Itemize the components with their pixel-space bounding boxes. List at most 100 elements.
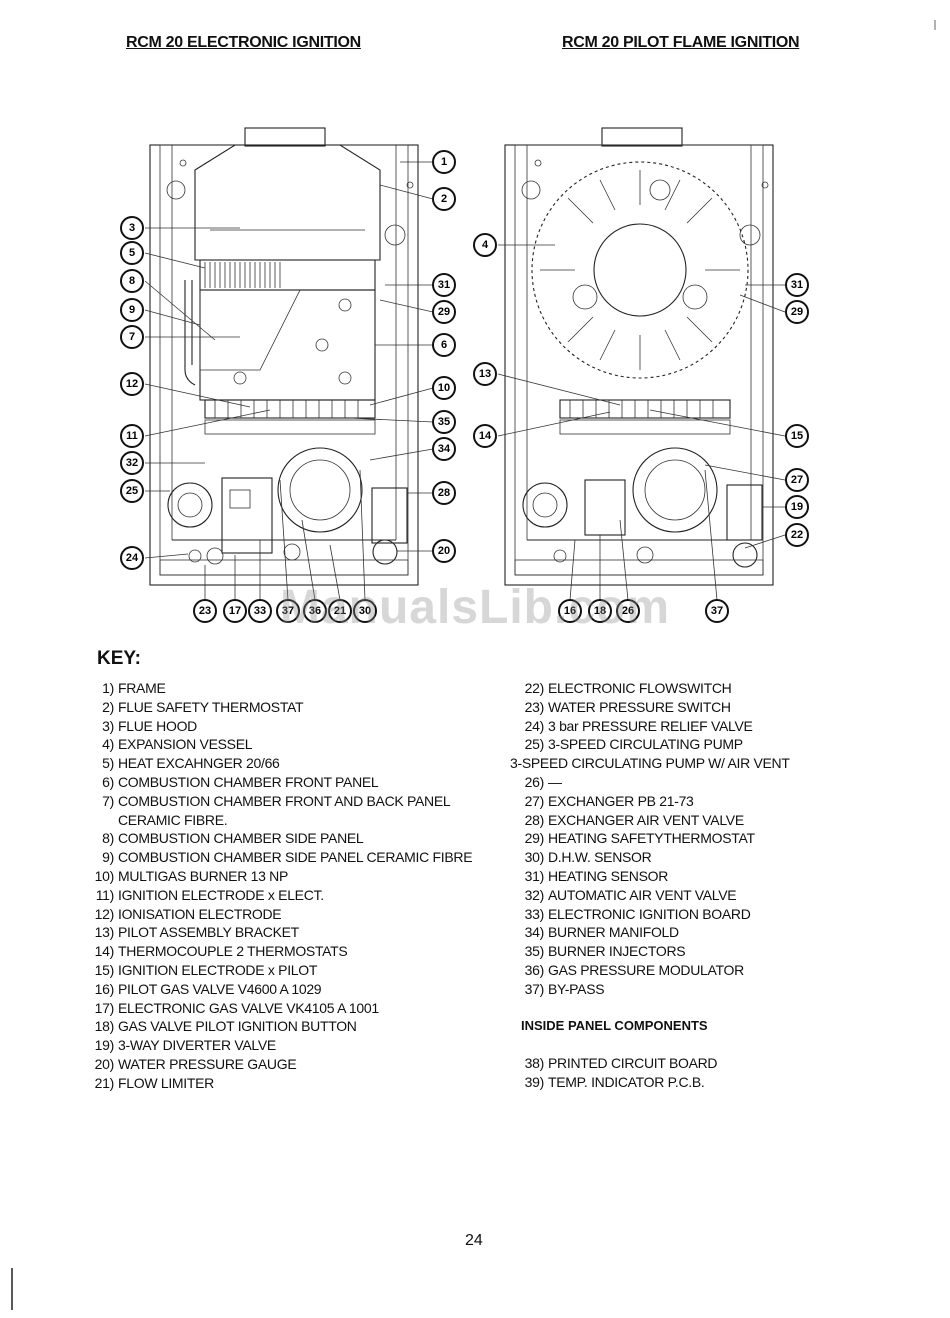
svg-text:34: 34 (438, 443, 451, 455)
callout-34: 34 (432, 437, 456, 461)
callout-21: 21 (328, 599, 352, 623)
callout-15: 15 (785, 424, 809, 448)
callout-24: 24 (120, 546, 144, 570)
key-item: 10)MULTIGAS BURNER 13 NP (94, 867, 289, 884)
svg-text:20: 20 (438, 545, 450, 557)
callout-29: 29 (432, 300, 456, 324)
callout-5: 5 (120, 241, 144, 265)
key-item: 6)COMBUSTION CHAMBER FRONT PANEL (102, 773, 379, 790)
key-item: 12)IONISATION ELECTRODE (94, 905, 282, 922)
inside-panel-heading: INSIDE PANEL COMPONENTS (521, 1018, 708, 1033)
svg-text:13: 13 (479, 368, 491, 380)
key-item: 3-SPEED CIRCULATING PUMP W/ AIR VENT (510, 755, 790, 772)
callout-2: 2 (432, 187, 456, 211)
callout-35: 35 (432, 410, 456, 434)
key-item: 31)HEATING SENSOR (524, 867, 669, 884)
svg-text:36: 36 (309, 605, 321, 617)
svg-text:24: 24 (126, 552, 139, 564)
key-item: 22)ELECTRONIC FLOWSWITCH (524, 680, 732, 696)
title-electronic-ignition: RCM 20 ELECTRONIC IGNITION (126, 34, 361, 51)
key-item: 39)TEMP. INDICATOR P.C.B. (524, 1073, 705, 1090)
callout-14: 14 (473, 424, 497, 448)
svg-text:37: 37 (282, 605, 294, 617)
watermark: ManualsLib.com (279, 581, 671, 634)
key-item: 19)3-WAY DIVERTER VALVE (94, 1037, 277, 1054)
callout-7: 7 (120, 325, 144, 349)
key-item: 21)FLOW LIMITER (94, 1074, 215, 1091)
callout-37-left: 37 (276, 599, 300, 623)
callout-26: 26 (616, 599, 640, 623)
svg-text:19: 19 (791, 501, 803, 513)
key-item: 27)EXCHANGER PB 21-73 (524, 792, 694, 809)
key-item: 34)BURNER MANIFOLD (524, 924, 680, 941)
key-item: 30)D.H.W. SENSOR (524, 849, 652, 866)
svg-text:18: 18 (594, 605, 606, 617)
boiler-diagrams: 1 2 3 5 8 9 7 31 29 6 12 10 35 11 34 32 … (120, 127, 809, 623)
callout-31: 31 (432, 273, 456, 297)
key-item: 20)WATER PRESSURE GAUGE (94, 1055, 297, 1072)
svg-text:25: 25 (126, 485, 138, 497)
svg-text:30: 30 (359, 605, 371, 617)
svg-text:23: 23 (199, 605, 211, 617)
page-number: 24 (465, 1232, 483, 1249)
svg-text:31: 31 (791, 279, 803, 291)
callout-19: 19 (785, 495, 809, 519)
svg-text:5: 5 (129, 247, 135, 259)
callout-25: 25 (120, 479, 144, 503)
svg-text:3: 3 (129, 222, 135, 234)
callout-1: 1 (432, 150, 456, 174)
svg-text:29: 29 (438, 306, 450, 318)
svg-text:31: 31 (438, 279, 450, 291)
key-item: 7)COMBUSTION CHAMBER FRONT AND BACK PANE… (102, 792, 451, 809)
key-heading: KEY: (97, 648, 141, 669)
callout-16: 16 (558, 599, 582, 623)
callout-6: 6 (432, 333, 456, 357)
key-item: 15)IGNITION ELECTRODE x PILOT (94, 961, 318, 978)
key-item: 11)IGNITION ELECTRODE x ELECT. (95, 886, 324, 903)
callout-4: 4 (473, 233, 497, 257)
callout-12: 12 (120, 372, 144, 396)
key-item: 38)PRINTED CIRCUIT BOARD (524, 1055, 718, 1071)
callout-20: 20 (432, 539, 456, 563)
callout-29-right: 29 (785, 300, 809, 324)
key-item: 28)EXCHANGER AIR VENT VALVE (524, 811, 745, 828)
callout-28: 28 (432, 481, 456, 505)
svg-text:37: 37 (711, 605, 723, 617)
key-item: 18)GAS VALVE PILOT IGNITION BUTTON (94, 1018, 357, 1035)
key-item: 1)FRAME (102, 680, 166, 696)
svg-text:22: 22 (791, 529, 803, 541)
svg-text:4: 4 (482, 239, 489, 251)
svg-text:35: 35 (438, 416, 450, 428)
callout-8: 8 (120, 269, 144, 293)
key-item: 29)HEATING SAFETYTHERMOSTAT (524, 830, 755, 847)
key-item: 36)GAS PRESSURE MODULATOR (524, 961, 745, 978)
callout-22: 22 (785, 523, 809, 547)
key-item: 8)COMBUSTION CHAMBER SIDE PANEL (102, 830, 364, 847)
key-item: 33)ELECTRONIC IGNITION BOARD (524, 905, 751, 922)
svg-text:33: 33 (254, 605, 266, 617)
callout-37-right: 37 (705, 599, 729, 623)
key-item: 37)BY-PASS (524, 980, 605, 997)
key-item: 14)THERMOCOUPLE 2 THERMOSTATS (94, 943, 348, 960)
svg-text:7: 7 (129, 331, 135, 343)
title-pilot-flame-ignition: RCM 20 PILOT FLAME IGNITION (562, 34, 800, 51)
svg-text:8: 8 (129, 275, 135, 287)
key-list-left: 1)FRAME 2)FLUE SAFETY THERMOSTAT 3)FLUE … (84, 679, 473, 1093)
callout-11: 11 (120, 424, 144, 448)
key-list-right: 22)ELECTRONIC FLOWSWITCH 23)WATER PRESSU… (510, 679, 790, 999)
callout-10: 10 (432, 376, 456, 400)
svg-text:32: 32 (126, 457, 138, 469)
svg-text:14: 14 (479, 430, 492, 442)
key-item: 4)EXPANSION VESSEL (102, 736, 253, 753)
svg-text:17: 17 (229, 605, 241, 617)
key-item: 32)AUTOMATIC AIR VENT VALVE (524, 886, 737, 903)
callout-23: 23 (193, 599, 217, 623)
callout-33: 33 (248, 599, 272, 623)
svg-text:15: 15 (791, 430, 803, 442)
svg-text:27: 27 (791, 474, 803, 486)
svg-text:9: 9 (129, 304, 135, 316)
svg-text:11: 11 (126, 430, 138, 442)
key-item: 17)ELECTRONIC GAS VALVE VK4105 A 1001 (94, 999, 380, 1016)
callout-27: 27 (785, 468, 809, 492)
